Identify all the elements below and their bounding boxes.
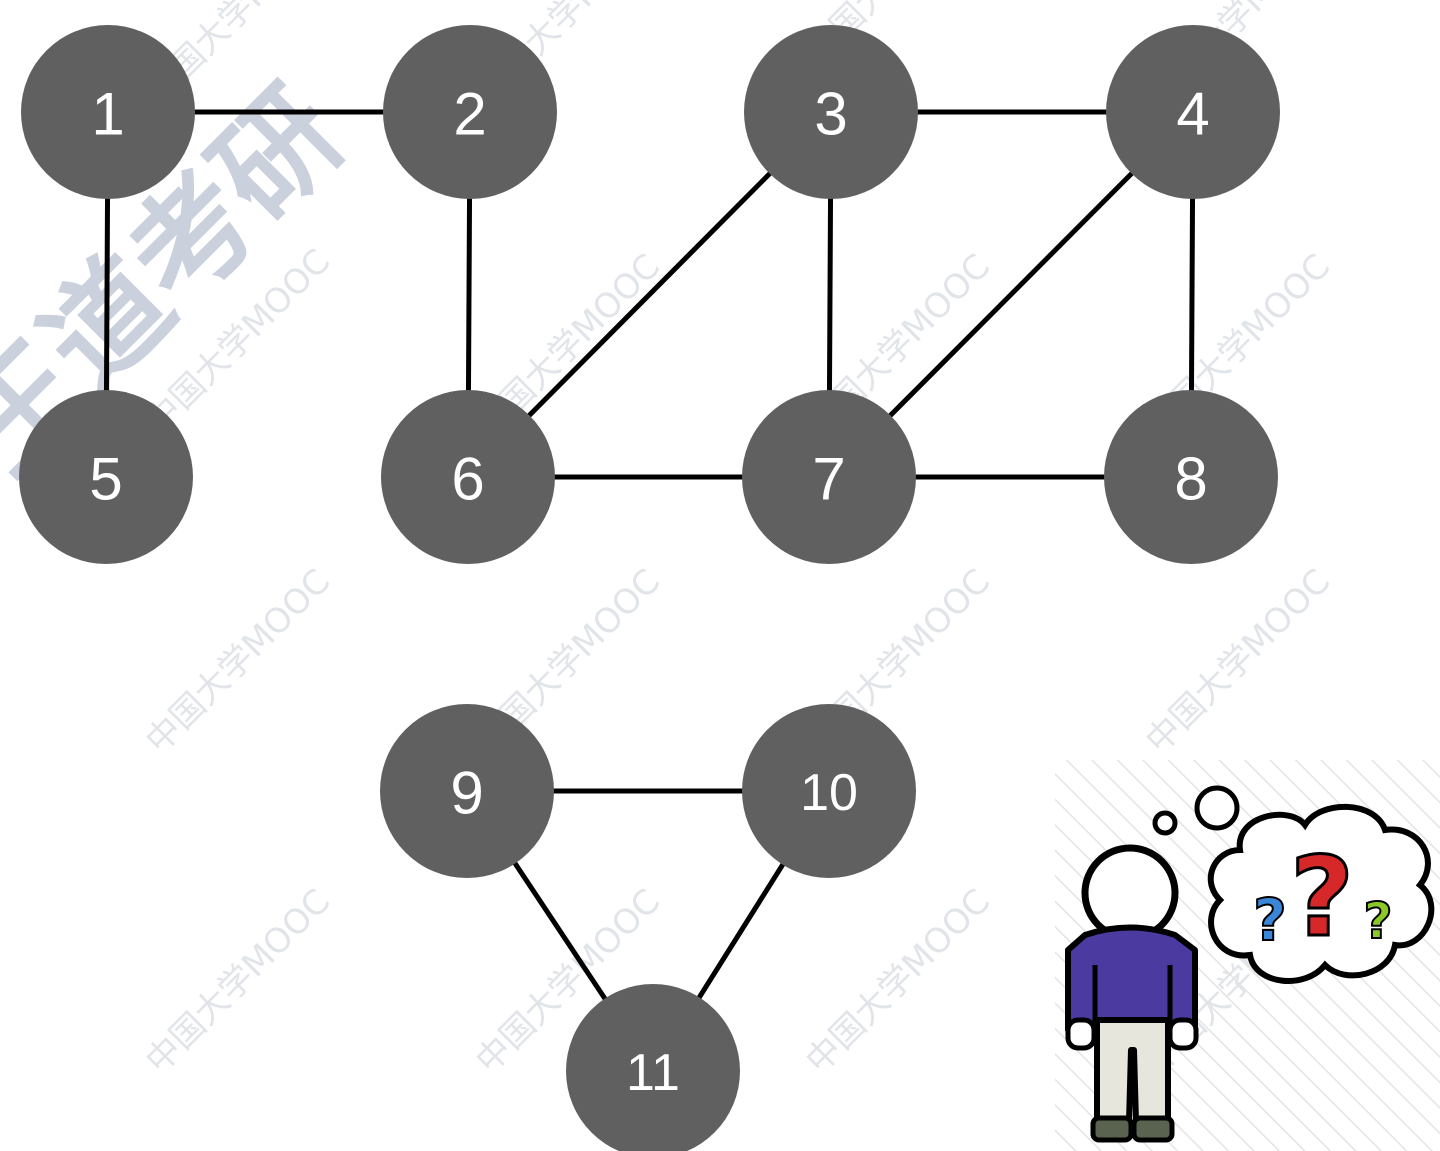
watermark-text: 中国大学MOOC (138, 562, 338, 762)
person-left-shoe (1090, 1115, 1134, 1143)
node-label: 9 (450, 760, 483, 827)
person-shirt (1065, 924, 1198, 1033)
question-mark-blue: ? (1253, 886, 1287, 954)
node-circle (742, 390, 916, 564)
node-circle (1106, 25, 1280, 199)
person-right-shoe (1131, 1115, 1175, 1143)
node-label: 10 (800, 764, 858, 822)
node-circle (19, 390, 193, 564)
question-mark-green: ? (1363, 892, 1392, 950)
watermark-text: 中国大学MOOC (138, 882, 338, 1082)
node-label: 2 (453, 81, 486, 148)
watermark-text: 中国大学MOOC (798, 882, 998, 1082)
node-2: 2 (383, 25, 557, 199)
node-1: 1 (21, 25, 195, 199)
node-6: 6 (381, 390, 555, 564)
node-9: 9 (380, 704, 554, 878)
node-5: 5 (19, 390, 193, 564)
node-label: 8 (1174, 446, 1207, 513)
confused-person-icon: ? ? ? (1055, 760, 1440, 1151)
question-mark-red: ? (1290, 833, 1354, 961)
person-right-hand (1167, 1017, 1199, 1051)
node-circle (566, 984, 740, 1151)
node-label: 11 (626, 1044, 680, 1102)
node-label: 3 (814, 81, 847, 148)
node-7: 7 (742, 390, 916, 564)
node-circle (744, 25, 918, 199)
node-circle (742, 704, 916, 878)
thought-dot-small (1152, 810, 1178, 836)
node-11: 11 (566, 984, 740, 1151)
node-label: 1 (91, 81, 124, 148)
node-circle (380, 704, 554, 878)
node-4: 4 (1106, 25, 1280, 199)
node-label: 7 (812, 446, 845, 513)
thought-dot-large (1194, 785, 1240, 831)
thought-cloud (1207, 803, 1435, 984)
watermark-text: 中国大学MOOC (1138, 562, 1338, 762)
node-layer: 1 2 3 4 5 6 7 8 9 10 11 (19, 25, 1280, 1151)
person-left-hand (1065, 1017, 1097, 1051)
node-8: 8 (1104, 390, 1278, 564)
node-label: 4 (1176, 81, 1209, 148)
node-circle (383, 25, 557, 199)
node-circle (381, 390, 555, 564)
node-label: 5 (89, 446, 122, 513)
node-circle (21, 25, 195, 199)
node-circle (1104, 390, 1278, 564)
node-10: 10 (742, 704, 916, 878)
node-3: 3 (744, 25, 918, 199)
node-label: 6 (451, 446, 484, 513)
